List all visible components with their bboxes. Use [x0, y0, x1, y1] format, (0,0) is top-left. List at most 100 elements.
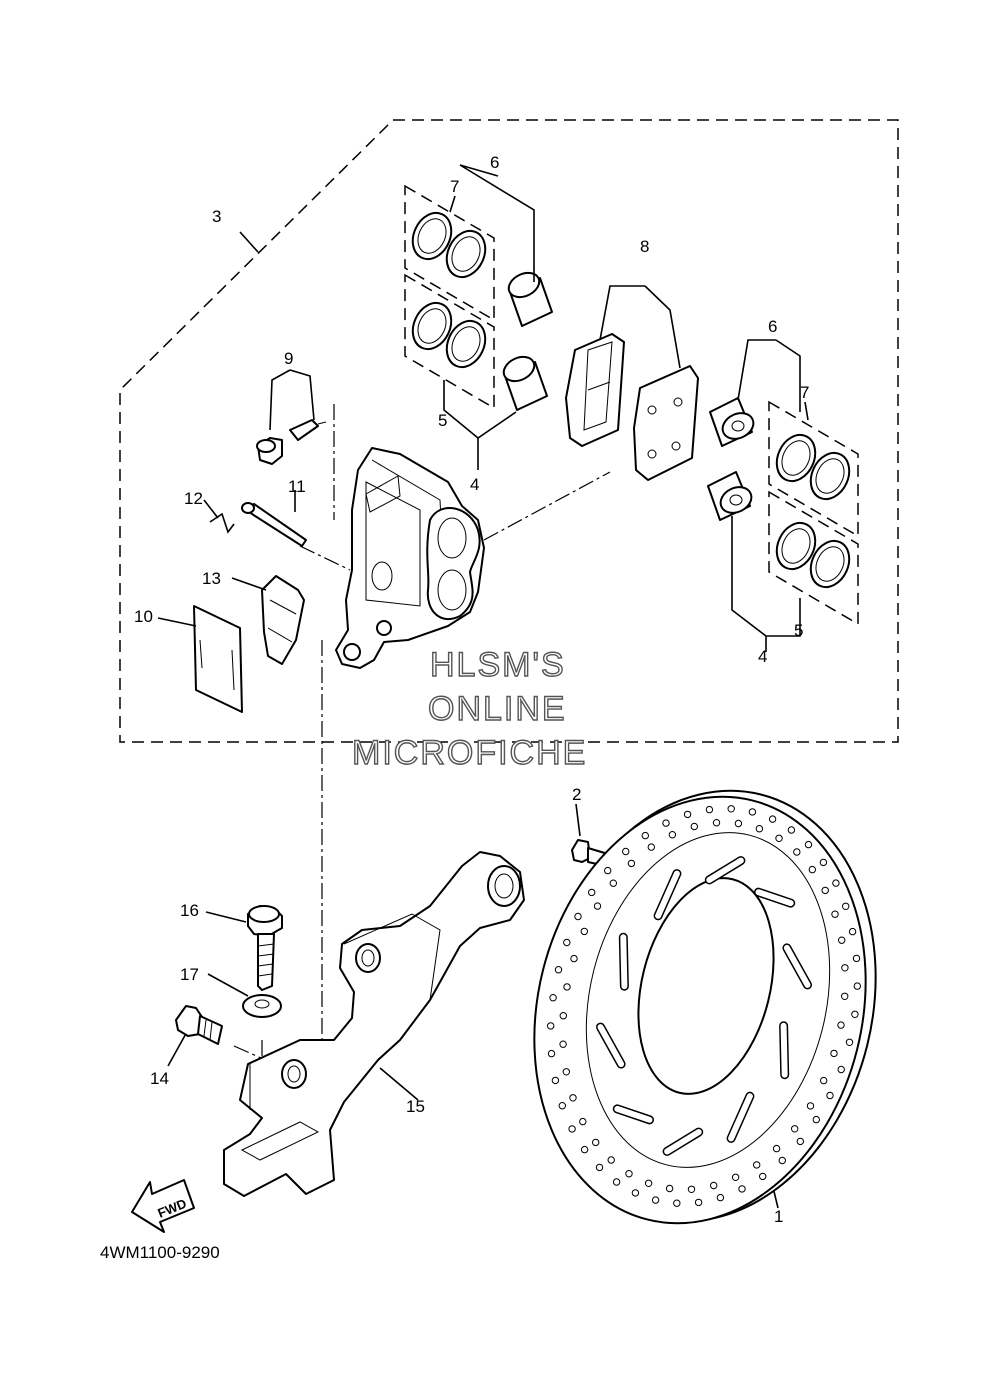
watermark-line-2: ONLINE [428, 690, 567, 728]
disc-hole [690, 822, 698, 831]
pad-pin-and-clip [209, 502, 307, 547]
callout-9: 9 [284, 349, 293, 368]
disc-hole [826, 1091, 834, 1100]
callout-1: 1 [774, 1207, 783, 1226]
caliper-assembly-outline [119, 119, 899, 743]
disc-hole [547, 1049, 556, 1058]
callout-15: 15 [406, 1097, 425, 1116]
callout-6-right: 6 [768, 317, 777, 336]
part-code: 4WM1100-9290 [100, 1243, 220, 1262]
disc-hole [772, 1144, 781, 1153]
disc-hole [853, 982, 861, 990]
disc-hole [549, 994, 557, 1002]
disc-hole [641, 831, 649, 840]
disc-hole [812, 1115, 820, 1124]
disc-hole [852, 954, 861, 963]
disc-hole [848, 927, 857, 936]
disc-hole [570, 954, 578, 963]
disc-hole [831, 910, 839, 918]
pad-spring [261, 575, 305, 665]
disc-hole [563, 983, 571, 991]
disc-hole [806, 1102, 815, 1110]
bolt-and-washer [242, 905, 283, 1018]
disc-hole [748, 808, 757, 816]
callout-11: 11 [288, 477, 306, 496]
disc-hole [668, 831, 677, 839]
disc-slot-inner [655, 870, 680, 919]
disc-hole [651, 1196, 660, 1204]
callout-12: 12 [184, 489, 203, 508]
disc-hole [593, 902, 602, 910]
disc-slot-inner [597, 1024, 625, 1068]
disc-hole [554, 966, 563, 974]
disc-hole [612, 1178, 621, 1186]
callout-5-right: 5 [794, 621, 803, 640]
disc-slot-inner [780, 1022, 788, 1078]
disc-hole [753, 1161, 761, 1169]
disc-hole [808, 865, 816, 874]
disc-hole [694, 1198, 703, 1207]
disc-hole [832, 879, 840, 887]
disc-hole [793, 848, 801, 856]
disc-hole [580, 927, 588, 936]
disc-hole [796, 1137, 804, 1146]
disc-hole [755, 825, 764, 833]
fwd-arrow-icon: FWD [131, 1179, 195, 1233]
disc-slot-inner [728, 1093, 753, 1142]
disc-hole [710, 1181, 718, 1190]
disc-hole [731, 1173, 740, 1182]
disc-hole [595, 1163, 604, 1172]
disc-hole [787, 826, 796, 834]
callout-13: 13 [202, 569, 221, 588]
disc-hole [558, 1102, 566, 1110]
seal-kit-box-right-upper [768, 400, 859, 538]
disc-hole [559, 1012, 567, 1020]
disc-hole [563, 938, 571, 947]
disc-drill-holes [547, 805, 861, 1207]
watermark: HLSM'S ONLINE MICROFICHE [351, 645, 586, 772]
bleed-screw-and-cap [256, 419, 327, 465]
watermark-line-1: HLSM'S [430, 646, 566, 684]
callout-2: 2 [572, 785, 581, 804]
mounting-bolt [175, 1005, 223, 1045]
caliper-bracket [223, 851, 525, 1197]
disc-hole [604, 866, 612, 875]
callout-10: 10 [134, 607, 153, 626]
disc-hole [568, 1125, 576, 1133]
pistons-left [502, 271, 553, 411]
piston-seals-right [775, 433, 851, 589]
disc-hole [574, 912, 582, 921]
disc-hole [625, 1170, 633, 1178]
disc-hole [592, 1138, 600, 1147]
disc-hole [841, 964, 849, 972]
disc-hole [851, 1010, 859, 1018]
disc-hole [569, 1094, 577, 1102]
disc-hole [579, 1117, 587, 1126]
callout-6-left: 6 [490, 153, 499, 172]
disc-hole [622, 847, 630, 856]
disc-hole [727, 805, 735, 813]
callout-5-left: 5 [438, 411, 447, 430]
seal-kit-box-left-upper [404, 184, 495, 322]
callout-14: 14 [150, 1069, 169, 1088]
disc-hole [547, 1022, 555, 1030]
disc-slots [596, 856, 812, 1156]
disc-hole [791, 1125, 799, 1133]
callout-7-left: 7 [450, 177, 459, 196]
disc-hole [551, 1076, 560, 1085]
callout-8: 8 [640, 237, 649, 256]
disc-hole [775, 834, 783, 842]
disc-hole [662, 819, 670, 827]
callout-4-right: 4 [758, 647, 767, 666]
disc-slot-inner [664, 1129, 702, 1155]
disc-hole [819, 858, 828, 867]
disc-hole [607, 1156, 615, 1164]
disc-hole [778, 1156, 786, 1165]
disc-hole [830, 1049, 838, 1058]
disc-hole [588, 888, 596, 897]
disc-hole [820, 1076, 828, 1085]
disc-hole [559, 1040, 567, 1048]
seal-kit-box-left-lower [404, 273, 495, 410]
